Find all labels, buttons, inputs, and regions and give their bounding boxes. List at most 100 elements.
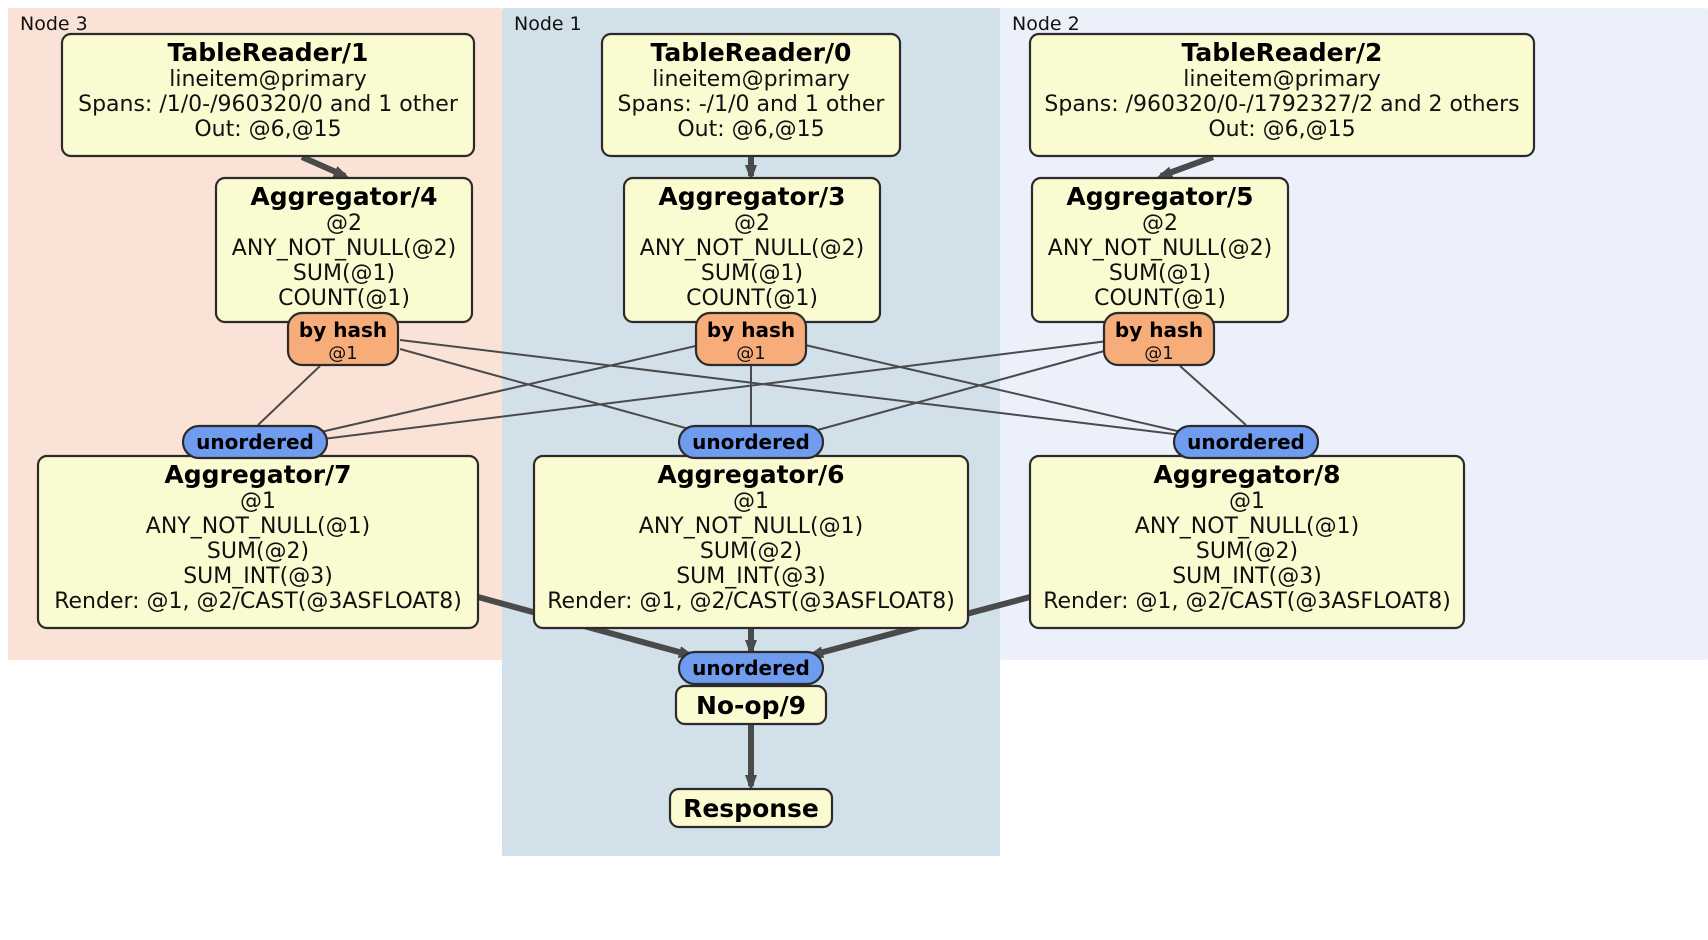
edge-byhash-4-to-unordered-8 xyxy=(399,339,1191,439)
processor-detail-aggregator5-0: @2 xyxy=(1142,211,1178,236)
edge-byhash-5-to-unordered-7 xyxy=(314,340,1109,443)
badge-byhash-4[interactable]: by hash@1 xyxy=(286,311,400,367)
processor-detail-aggregator3-2: SUM(@1) xyxy=(701,261,803,286)
processor-box-response[interactable] xyxy=(668,787,834,829)
panel-label-node2: Node 2 xyxy=(1012,13,1080,35)
badge-title-unordered-7: unordered xyxy=(196,430,314,454)
processor-detail-aggregator4-3: COUNT(@1) xyxy=(278,286,410,311)
processor-detail-aggregator8-3: SUM_INT(@3) xyxy=(1172,564,1322,589)
processor-aggregator6[interactable]: Aggregator/6@1ANY_NOT_NULL(@1)SUM(@2)SUM… xyxy=(532,454,970,630)
badge-title-unordered-9: unordered xyxy=(692,656,810,680)
processor-title-response: Response xyxy=(683,794,819,823)
processor-aggregator7[interactable]: Aggregator/7@1ANY_NOT_NULL(@1)SUM(@2)SUM… xyxy=(36,454,480,630)
processor-title-aggregator4: Aggregator/4 xyxy=(250,182,437,211)
processor-detail-aggregator6-4: Render: @1, @2/CAST(@3ASFLOAT8) xyxy=(547,589,955,614)
processor-title-aggregator3: Aggregator/3 xyxy=(658,182,845,211)
badge-title-byhash-4: by hash xyxy=(299,318,387,342)
badge-shape-unordered-6[interactable] xyxy=(677,424,825,460)
processor-aggregator3[interactable]: Aggregator/3@2ANY_NOT_NULL(@2)SUM(@1)COU… xyxy=(622,176,882,324)
processor-title-noop9: No-op/9 xyxy=(696,691,806,720)
badge-sub-byhash-5: @1 xyxy=(1144,343,1173,364)
processor-detail-aggregator3-1: ANY_NOT_NULL(@2) xyxy=(640,236,864,261)
panel-label-node1: Node 1 xyxy=(514,13,582,35)
processor-detail-aggregator6-3: SUM_INT(@3) xyxy=(676,564,826,589)
badge-unordered-7[interactable]: unordered xyxy=(181,424,329,460)
edge-byhash-4-to-unordered-6 xyxy=(399,348,701,433)
processor-detail-aggregator5-1: ANY_NOT_NULL(@2) xyxy=(1048,236,1272,261)
processor-detail-aggregator6-1: ANY_NOT_NULL(@1) xyxy=(639,514,863,539)
processor-detail-tablereader2-1: Spans: /960320/0-/1792327/2 and 2 others xyxy=(1044,92,1519,117)
edge-byhash-3-to-unordered-7 xyxy=(311,344,701,436)
edge-byhash-5-to-unordered-8 xyxy=(1179,365,1247,426)
processor-detail-aggregator7-4: Render: @1, @2/CAST(@3ASFLOAT8) xyxy=(54,589,462,614)
edge-byhash-3-to-unordered-8 xyxy=(804,344,1191,436)
processor-aggregator8[interactable]: Aggregator/8@1ANY_NOT_NULL(@1)SUM(@2)SUM… xyxy=(1028,454,1466,630)
processor-detail-aggregator5-3: COUNT(@1) xyxy=(1094,286,1226,311)
processor-title-tablereader1: TableReader/1 xyxy=(168,38,369,67)
processor-detail-aggregator6-0: @1 xyxy=(733,489,769,514)
processor-title-aggregator6: Aggregator/6 xyxy=(657,460,844,489)
badge-shape-byhash-3[interactable] xyxy=(694,311,808,367)
processor-title-aggregator7: Aggregator/7 xyxy=(164,460,351,489)
badge-byhash-5[interactable]: by hash@1 xyxy=(1102,311,1216,367)
processor-box-tablereader1[interactable] xyxy=(60,32,476,158)
processor-detail-aggregator4-0: @2 xyxy=(326,211,362,236)
badge-title-byhash-3: by hash xyxy=(707,318,795,342)
processor-detail-tablereader1-1: Spans: /1/0-/960320/0 and 1 other xyxy=(78,92,459,117)
processor-detail-tablereader0-0: lineitem@primary xyxy=(652,67,850,92)
processor-detail-aggregator6-2: SUM(@2) xyxy=(700,539,802,564)
badge-shape-unordered-8[interactable] xyxy=(1172,424,1320,460)
badge-sub-byhash-3: @1 xyxy=(736,343,765,364)
edge-byhash-5-to-unordered-6 xyxy=(802,349,1109,435)
edge-tablereader2-to-aggregator5 xyxy=(1156,154,1215,179)
processor-aggregator5[interactable]: Aggregator/5@2ANY_NOT_NULL(@2)SUM(@1)COU… xyxy=(1030,176,1290,324)
badge-shape-unordered-7[interactable] xyxy=(181,424,329,460)
badge-shape-byhash-5[interactable] xyxy=(1102,311,1216,367)
badge-unordered-8[interactable]: unordered xyxy=(1172,424,1320,460)
processor-detail-tablereader1-0: lineitem@primary xyxy=(169,67,367,92)
badge-sub-byhash-4: @1 xyxy=(328,343,357,364)
processor-detail-aggregator7-1: ANY_NOT_NULL(@1) xyxy=(146,514,370,539)
badge-shape-byhash-4[interactable] xyxy=(286,311,400,367)
processor-title-aggregator8: Aggregator/8 xyxy=(1153,460,1340,489)
processor-aggregator4[interactable]: Aggregator/4@2ANY_NOT_NULL(@2)SUM(@1)COU… xyxy=(214,176,474,324)
processor-detail-tablereader0-2: Out: @6,@15 xyxy=(677,117,824,142)
processor-detail-aggregator8-1: ANY_NOT_NULL(@1) xyxy=(1135,514,1359,539)
badge-unordered-6[interactable]: unordered xyxy=(677,424,825,460)
processor-detail-tablereader1-2: Out: @6,@15 xyxy=(194,117,341,142)
processor-detail-aggregator7-2: SUM(@2) xyxy=(207,539,309,564)
processor-noop9[interactable]: No-op/9 xyxy=(674,684,828,726)
processor-title-tablereader2: TableReader/2 xyxy=(1182,38,1383,67)
processor-detail-aggregator8-2: SUM(@2) xyxy=(1196,539,1298,564)
processor-response[interactable]: Response xyxy=(668,787,834,829)
processor-detail-aggregator5-2: SUM(@1) xyxy=(1109,261,1211,286)
processor-box-tablereader0[interactable] xyxy=(600,32,902,158)
badge-unordered-9[interactable]: unordered xyxy=(677,650,825,686)
processor-detail-aggregator8-0: @1 xyxy=(1229,489,1265,514)
edge-tablereader1-to-aggregator4 xyxy=(300,154,350,179)
badge-shape-unordered-9[interactable] xyxy=(677,650,825,686)
processor-detail-aggregator3-3: COUNT(@1) xyxy=(686,286,818,311)
panel-label-node3: Node 3 xyxy=(20,13,88,35)
processor-detail-tablereader2-0: lineitem@primary xyxy=(1183,67,1381,92)
processor-detail-aggregator4-2: SUM(@1) xyxy=(293,261,395,286)
processor-detail-aggregator7-0: @1 xyxy=(240,489,276,514)
processor-box-tablereader2[interactable] xyxy=(1028,32,1536,158)
badge-title-unordered-8: unordered xyxy=(1187,430,1305,454)
processor-detail-aggregator7-3: SUM_INT(@3) xyxy=(183,564,333,589)
processor-detail-aggregator3-0: @2 xyxy=(734,211,770,236)
badge-title-unordered-6: unordered xyxy=(692,430,810,454)
processor-title-tablereader0: TableReader/0 xyxy=(651,38,852,67)
edge-byhash-4-to-unordered-7 xyxy=(257,365,321,426)
processor-title-aggregator5: Aggregator/5 xyxy=(1066,182,1253,211)
processor-detail-aggregator4-1: ANY_NOT_NULL(@2) xyxy=(232,236,456,261)
processor-detail-tablereader2-2: Out: @6,@15 xyxy=(1208,117,1355,142)
processor-box-noop9[interactable] xyxy=(674,684,828,726)
badge-byhash-3[interactable]: by hash@1 xyxy=(694,311,808,367)
